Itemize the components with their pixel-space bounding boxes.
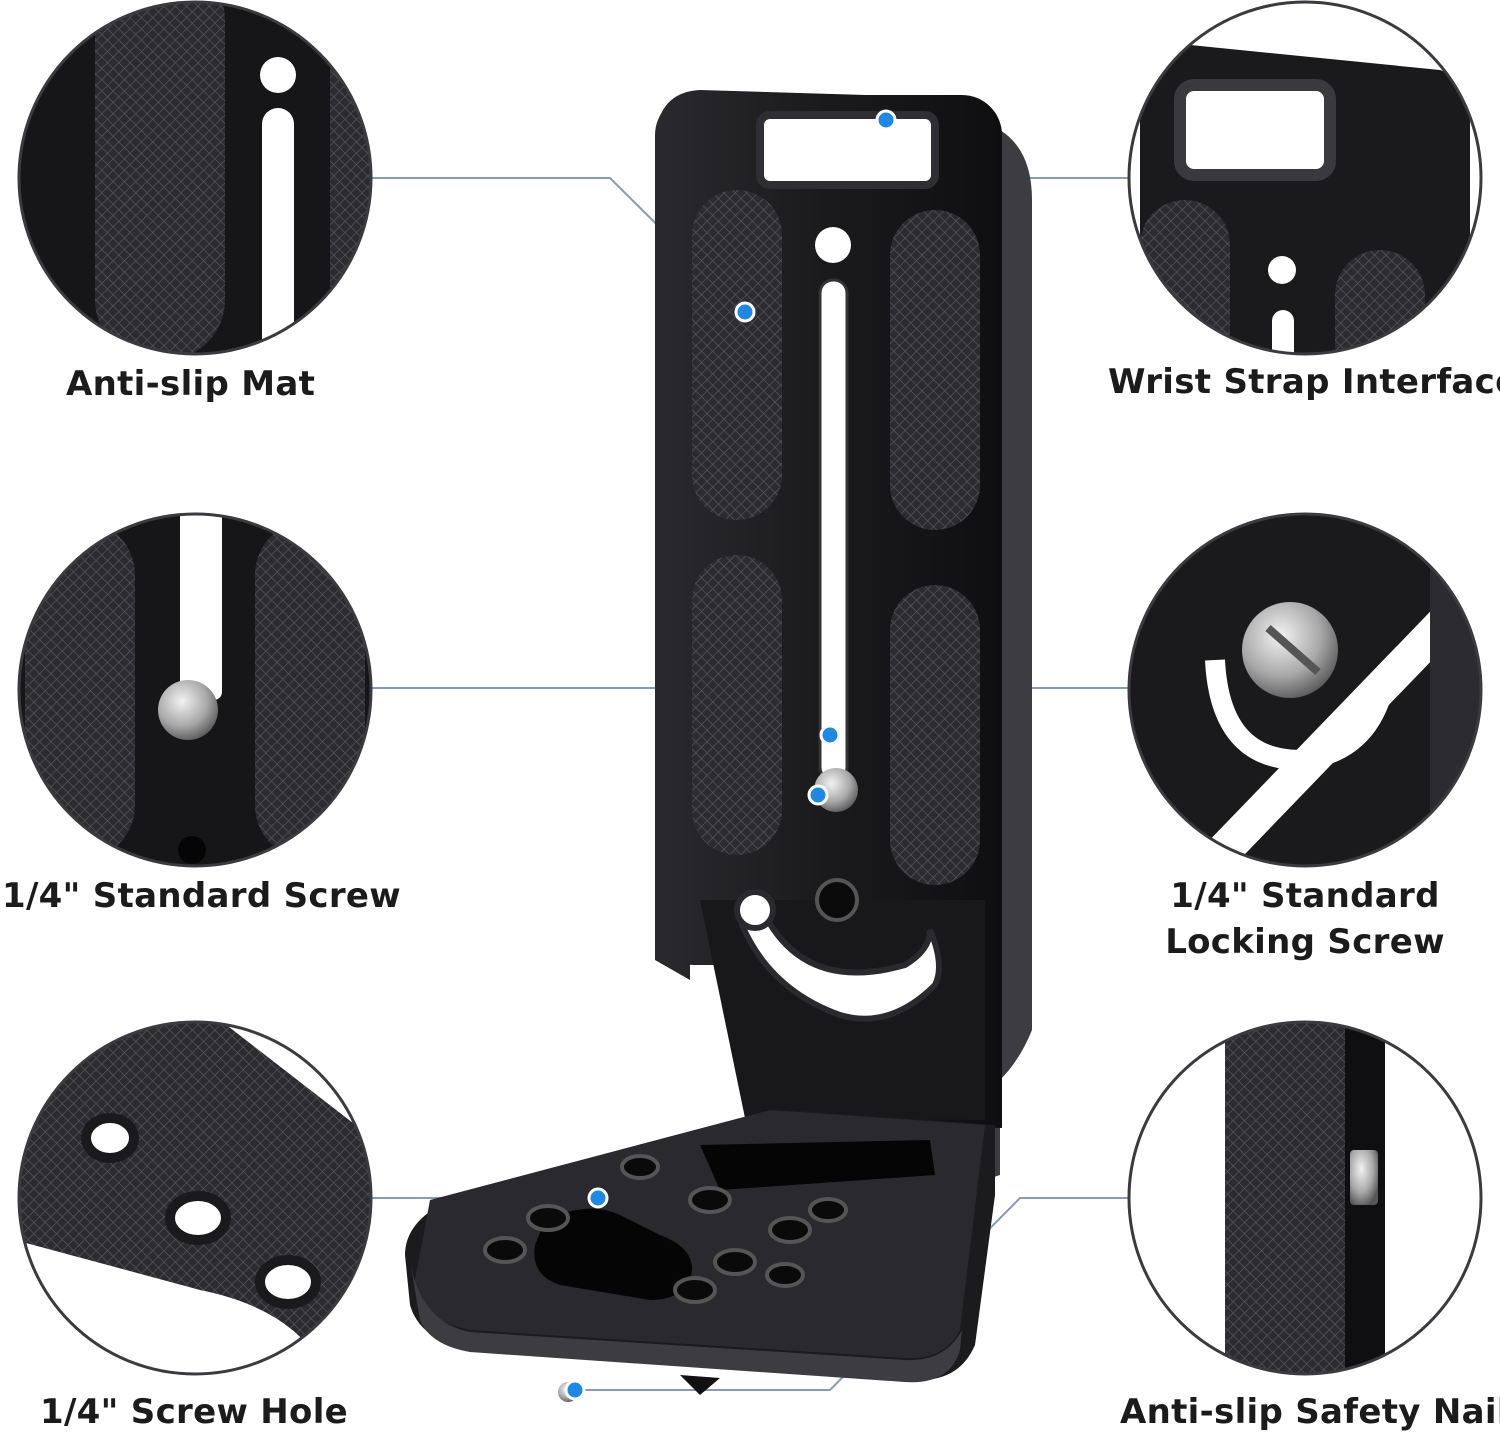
l-bracket bbox=[405, 90, 1032, 1402]
detail-circle-anti-slip-mat bbox=[17, 0, 373, 356]
dot-locking-screw bbox=[819, 724, 841, 746]
dot-screw-hole bbox=[587, 1187, 609, 1209]
detail-circle-standard-screw bbox=[17, 512, 373, 868]
dot-safety-nail bbox=[564, 1379, 586, 1401]
label-screw-hole: 1/4" Screw Hole bbox=[40, 1392, 349, 1432]
detail-circle-wrist-strap bbox=[1127, 0, 1483, 356]
dot-standard-screw bbox=[807, 784, 829, 806]
label-standard-screw: 1/4" Standard Screw bbox=[2, 876, 401, 916]
dot-anti-slip-mat bbox=[734, 301, 756, 323]
detail-circle-safety-nail bbox=[1127, 1020, 1483, 1376]
label-standard-locking-screw-line1: 1/4" Standard bbox=[1170, 876, 1440, 916]
label-anti-slip-safety-nail: Anti-slip Safety Nail bbox=[1120, 1392, 1500, 1432]
detail-circle-screw-hole bbox=[17, 1020, 373, 1376]
callout-dots bbox=[564, 109, 897, 1401]
label-standard-locking-screw-line2: Locking Screw bbox=[1165, 922, 1445, 962]
label-anti-slip-mat: Anti-slip Mat bbox=[66, 364, 316, 404]
dot-wrist-strap bbox=[875, 109, 897, 131]
label-wrist-strap-interface: Wrist Strap Interface bbox=[1108, 362, 1500, 402]
detail-circle-locking-screw bbox=[1127, 512, 1483, 868]
